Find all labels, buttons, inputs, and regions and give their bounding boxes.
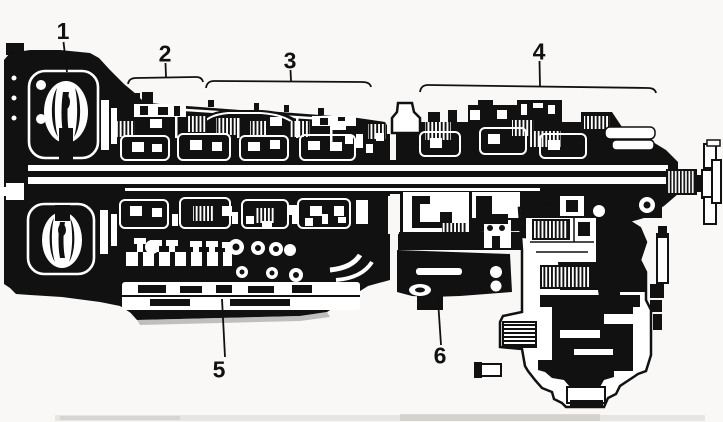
svg-text:4: 4 [533,39,546,65]
svg-text:6: 6 [434,343,447,369]
svg-text:1: 1 [57,18,70,44]
svg-text:5: 5 [213,357,226,383]
svg-text:2: 2 [159,41,172,67]
svg-text:3: 3 [284,48,297,74]
